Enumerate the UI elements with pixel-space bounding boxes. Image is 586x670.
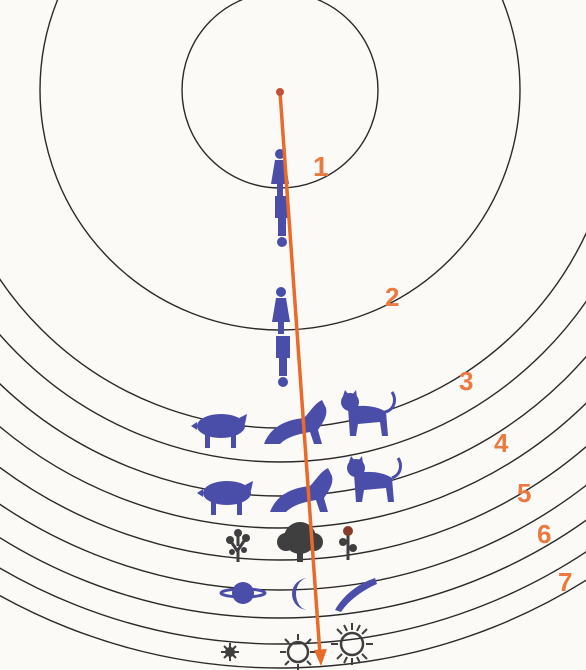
female-figure-icon [272,287,290,334]
cat-icon [347,456,400,502]
ring-label-4: 4 [494,428,509,458]
saturn-icon [221,582,265,604]
flower-icon [339,526,357,560]
dog-icon [264,400,326,444]
cat-icon [341,390,394,436]
ring-label-3: 3 [459,366,473,396]
ring-3 [0,0,586,428]
large-sun-icon [331,623,373,665]
ring-label-6: 6 [537,519,551,549]
dog-icon [270,468,332,512]
ring-label-5: 5 [517,478,531,508]
ring-label-7: 7 [558,567,572,597]
ring-label-1: 1 [313,151,329,182]
ring-label-2: 2 [385,282,399,312]
small-sun-icon [221,643,239,661]
crescent-moon-icon [292,578,308,610]
pig-icon [197,481,253,515]
pig-icon [191,414,247,448]
sun-icon [280,634,316,670]
comet-icon [335,578,377,612]
male-figure-icon [276,336,290,387]
ring-4 [0,0,586,462]
